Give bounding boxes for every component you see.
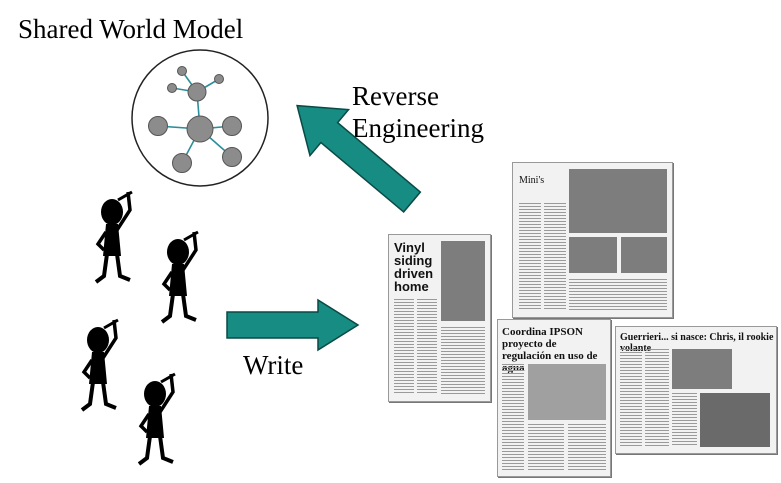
newspaper-text-column — [502, 364, 524, 470]
newspaper-text-column — [620, 349, 642, 447]
node-left — [148, 116, 168, 136]
node-upper — [187, 82, 207, 102]
newspaper-text-column — [394, 299, 414, 395]
newspaper-minis: Mini's — [512, 162, 673, 318]
newspaper-text-column — [645, 349, 669, 447]
person-4 — [137, 372, 176, 466]
node-top — [177, 66, 187, 76]
node-bottom-left — [172, 153, 192, 173]
write-label: Write — [243, 350, 304, 380]
newspaper-guerrieri: Guerrieri... si nasce: Chris, il rookie … — [615, 326, 777, 454]
newspaper-headline: Guerrieri... si nasce: Chris, il rookie … — [620, 332, 774, 354]
reverse-engineering-label: Reverse Engineering — [352, 80, 484, 144]
newspaper-text-column — [519, 203, 541, 311]
node-center — [186, 115, 214, 143]
world-model-graph — [131, 49, 269, 187]
newspaper-photo — [569, 237, 617, 273]
newspaper-photo — [672, 349, 732, 389]
newspaper-text-column — [544, 203, 566, 311]
person-2 — [160, 230, 199, 324]
node-top-right — [214, 74, 224, 84]
newspaper-text-column — [672, 393, 697, 447]
node-bottom-right — [222, 147, 242, 167]
diagram-title: Shared World Model — [18, 14, 244, 44]
reverse-label-line-2: Engineering — [352, 113, 484, 143]
people-group — [80, 190, 199, 466]
node-top-left — [167, 83, 177, 93]
newspaper-text-column — [441, 327, 485, 395]
newspaper-photo — [569, 169, 667, 233]
person-1 — [94, 190, 133, 284]
node-right — [222, 116, 242, 136]
reverse-label-line-1: Reverse — [352, 81, 439, 111]
newspaper-photo — [441, 241, 485, 321]
newspaper-photo — [700, 393, 770, 447]
newspaper-text-column — [569, 279, 667, 311]
newspaper-coordina: Coordina IPSON proyecto de regulación en… — [497, 319, 611, 477]
graph-nodes — [148, 66, 242, 173]
newspaper-headline: Mini's — [519, 175, 545, 186]
newspaper-text-column — [568, 424, 606, 470]
newspaper-text-column — [528, 424, 564, 470]
person-3 — [80, 318, 119, 412]
newspaper-text-column — [417, 299, 437, 395]
write-arrow — [226, 298, 360, 352]
reverse-engineering-arrow — [296, 104, 422, 214]
newspaper-headline: Vinyl siding driven home — [394, 240, 434, 294]
newspaper-photo — [528, 364, 606, 420]
newspaper-vinyl: Vinyl siding driven home — [388, 234, 491, 402]
newspaper-photo — [621, 237, 667, 273]
